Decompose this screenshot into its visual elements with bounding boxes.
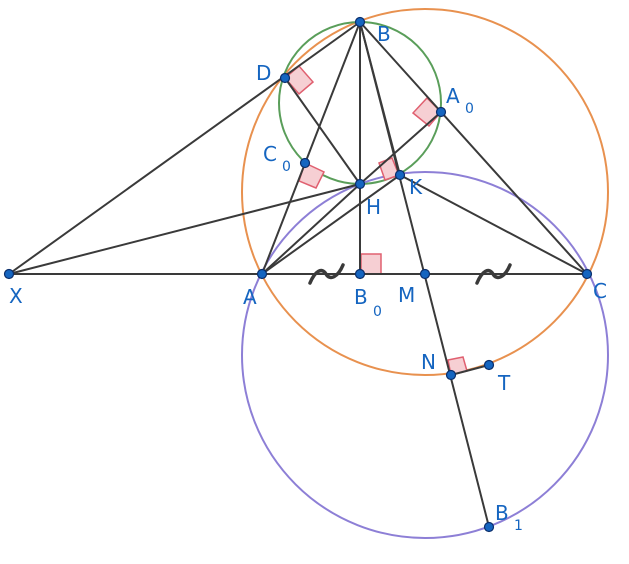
label-b1-sub: 1 bbox=[514, 518, 523, 534]
point-labels: X A B C D A 0 C 0 H K B 0 M N T B 1 bbox=[9, 22, 607, 534]
label-h: H bbox=[366, 195, 381, 219]
label-b1: B bbox=[495, 501, 509, 525]
label-n: N bbox=[421, 350, 436, 374]
segment-kc bbox=[399, 174, 588, 275]
segment-ka bbox=[261, 174, 401, 275]
point-m bbox=[419, 268, 431, 280]
label-d: D bbox=[256, 61, 271, 85]
point-x bbox=[3, 268, 15, 280]
tilde-tick-icon bbox=[308, 263, 345, 285]
circle-ahc bbox=[241, 171, 609, 539]
label-m: M bbox=[398, 283, 415, 307]
tilde-tick-icon bbox=[475, 263, 512, 285]
label-t: T bbox=[497, 371, 511, 395]
point-a bbox=[256, 268, 268, 280]
label-a0: A bbox=[446, 84, 460, 108]
label-b: B bbox=[377, 22, 391, 46]
label-c: C bbox=[593, 279, 607, 303]
label-a0-sub: 0 bbox=[465, 101, 474, 117]
segment-xh bbox=[8, 183, 361, 275]
segment-bc bbox=[359, 21, 588, 275]
segments bbox=[8, 21, 588, 528]
point-b bbox=[354, 16, 366, 28]
point-b0 bbox=[354, 268, 366, 280]
point-n bbox=[445, 369, 457, 381]
point-d bbox=[279, 72, 291, 84]
point-b1 bbox=[483, 521, 495, 533]
segment-xb bbox=[8, 21, 361, 275]
point-c bbox=[581, 268, 593, 280]
label-b0-sub: 0 bbox=[373, 304, 382, 320]
segment-ah bbox=[261, 183, 361, 275]
circumcircle-abc bbox=[241, 8, 609, 376]
point-a0 bbox=[435, 106, 447, 118]
label-x: X bbox=[9, 284, 23, 308]
segment-hd bbox=[284, 77, 361, 185]
points bbox=[3, 16, 593, 533]
label-k: K bbox=[409, 175, 423, 199]
segment-nt bbox=[450, 364, 490, 376]
point-c0 bbox=[299, 157, 311, 169]
label-a: A bbox=[243, 285, 257, 309]
point-t bbox=[483, 359, 495, 371]
segment-ha0 bbox=[359, 111, 442, 185]
point-k bbox=[394, 169, 406, 181]
point-h bbox=[354, 178, 366, 190]
segment-ab bbox=[261, 21, 361, 275]
label-b0: B bbox=[354, 285, 368, 309]
equal-marks bbox=[308, 263, 512, 285]
label-c0-sub: 0 bbox=[282, 159, 291, 175]
label-c0: C bbox=[263, 142, 277, 166]
